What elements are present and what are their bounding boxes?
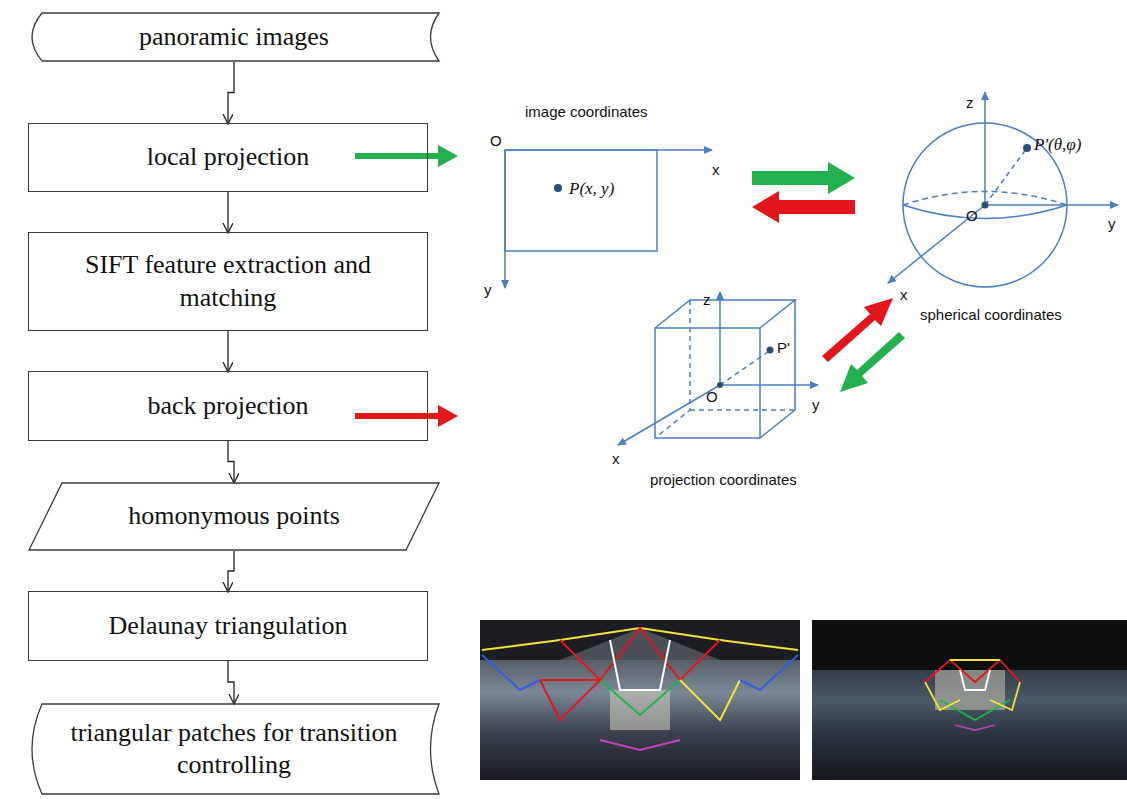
axis-label: P(x, y) bbox=[569, 180, 614, 197]
axis-label: x bbox=[712, 162, 720, 177]
terminal-box: triangular patches for transition contro… bbox=[28, 703, 440, 795]
node-text: Delaunay triangulation bbox=[91, 610, 366, 643]
terminal-box: panoramic images bbox=[28, 12, 440, 62]
node-text: panoramic images bbox=[121, 21, 347, 54]
axis-label: O bbox=[490, 133, 502, 148]
axis-label: y bbox=[1108, 216, 1116, 231]
axis-label: x bbox=[612, 451, 620, 466]
node-text: homonymous points bbox=[88, 500, 380, 533]
pointer-arrow bbox=[355, 145, 458, 427]
axis-label: projection coordinates bbox=[650, 472, 797, 487]
flow-arrow bbox=[227, 331, 228, 371]
axis-label: P'(θ,φ) bbox=[1034, 136, 1081, 153]
axis-label: y bbox=[812, 397, 820, 412]
axis-label: x bbox=[900, 287, 908, 302]
process-box: local projection bbox=[28, 123, 428, 192]
image-plane bbox=[505, 150, 712, 288]
node-text: SIFT feature extraction and matching bbox=[29, 249, 427, 314]
axis-label: O bbox=[966, 208, 978, 223]
node-text: triangular patches for transition contro… bbox=[28, 717, 440, 782]
sphere bbox=[888, 92, 1118, 287]
cube bbox=[618, 292, 818, 445]
node-text: back projection bbox=[130, 390, 327, 423]
terminal-shape bbox=[28, 703, 440, 795]
process-box: Delaunay triangulation bbox=[28, 591, 428, 661]
flow-arrow bbox=[228, 551, 234, 591]
axis-label: y bbox=[484, 282, 492, 297]
axis-label: P' bbox=[777, 340, 790, 355]
flow-arrow bbox=[228, 441, 234, 482]
data-box: homonymous points bbox=[28, 482, 440, 551]
axis-label: z bbox=[966, 95, 974, 110]
axis-label: image coordinates bbox=[525, 104, 648, 119]
axis-label: spherical coordinates bbox=[920, 307, 1062, 322]
node-text: local projection bbox=[129, 141, 327, 174]
process-box: SIFT feature extraction and matching bbox=[28, 232, 428, 331]
flow-arrow bbox=[228, 661, 234, 703]
process-box: back projection bbox=[28, 371, 428, 441]
flow-arrow bbox=[227, 192, 228, 232]
axis-label: z bbox=[703, 292, 711, 307]
flow-arrow bbox=[228, 62, 234, 123]
panorama-photo bbox=[480, 620, 1127, 780]
axis-label: O bbox=[706, 389, 718, 404]
